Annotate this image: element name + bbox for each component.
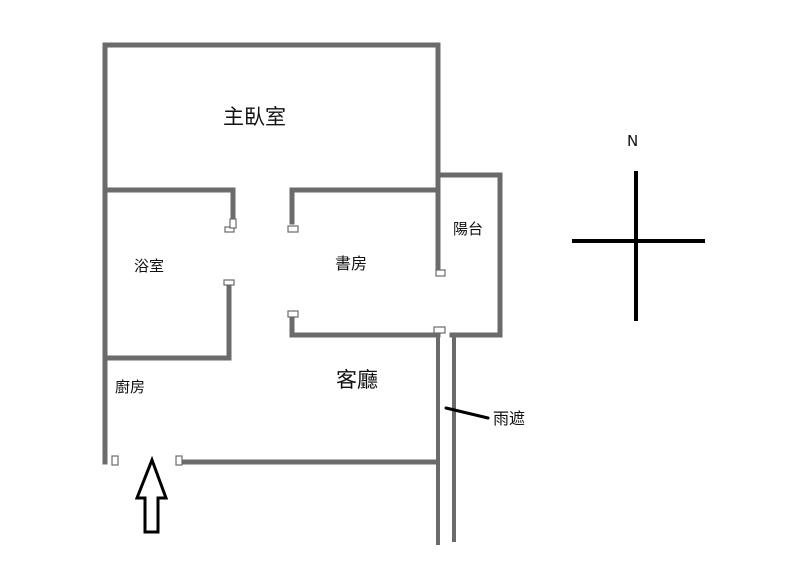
label-awning: 雨遮 bbox=[493, 409, 526, 428]
compass-cross-icon bbox=[572, 171, 705, 321]
jamb-study-bottom bbox=[287, 310, 299, 318]
room-label-bathroom: 浴室 bbox=[134, 257, 165, 275]
jamb-bath-bottom bbox=[223, 279, 235, 286]
jamb-entry-right bbox=[175, 455, 183, 466]
door-jambs bbox=[111, 218, 446, 466]
wall-bedroom-bathroom bbox=[102, 187, 236, 225]
room-label-study: 書房 bbox=[335, 254, 368, 273]
wall-bedroom-study bbox=[289, 187, 441, 225]
room-label-living-room: 客廳 bbox=[336, 368, 378, 392]
awning-leader-line bbox=[444, 406, 490, 420]
entrance-arrow-icon bbox=[134, 455, 169, 534]
jamb-balcony-b bbox=[433, 326, 446, 334]
jamb-entry-left bbox=[111, 455, 119, 466]
wall-study-south bbox=[289, 315, 441, 338]
wall-outer-north bbox=[102, 42, 441, 178]
awning-lines bbox=[436, 335, 456, 545]
room-label-kitchen: 廚房 bbox=[115, 378, 146, 396]
walls bbox=[102, 42, 503, 465]
compass-north-label: N bbox=[627, 132, 639, 150]
jamb-bath-top-b bbox=[229, 218, 237, 229]
wall-balcony bbox=[435, 172, 503, 338]
jamb-study-top bbox=[287, 225, 299, 233]
wall-bathroom bbox=[102, 282, 232, 361]
room-label-master-bedroom: 主臥室 bbox=[223, 105, 286, 129]
jamb-balcony-a bbox=[435, 269, 446, 277]
room-label-balcony: 陽台 bbox=[453, 220, 484, 238]
